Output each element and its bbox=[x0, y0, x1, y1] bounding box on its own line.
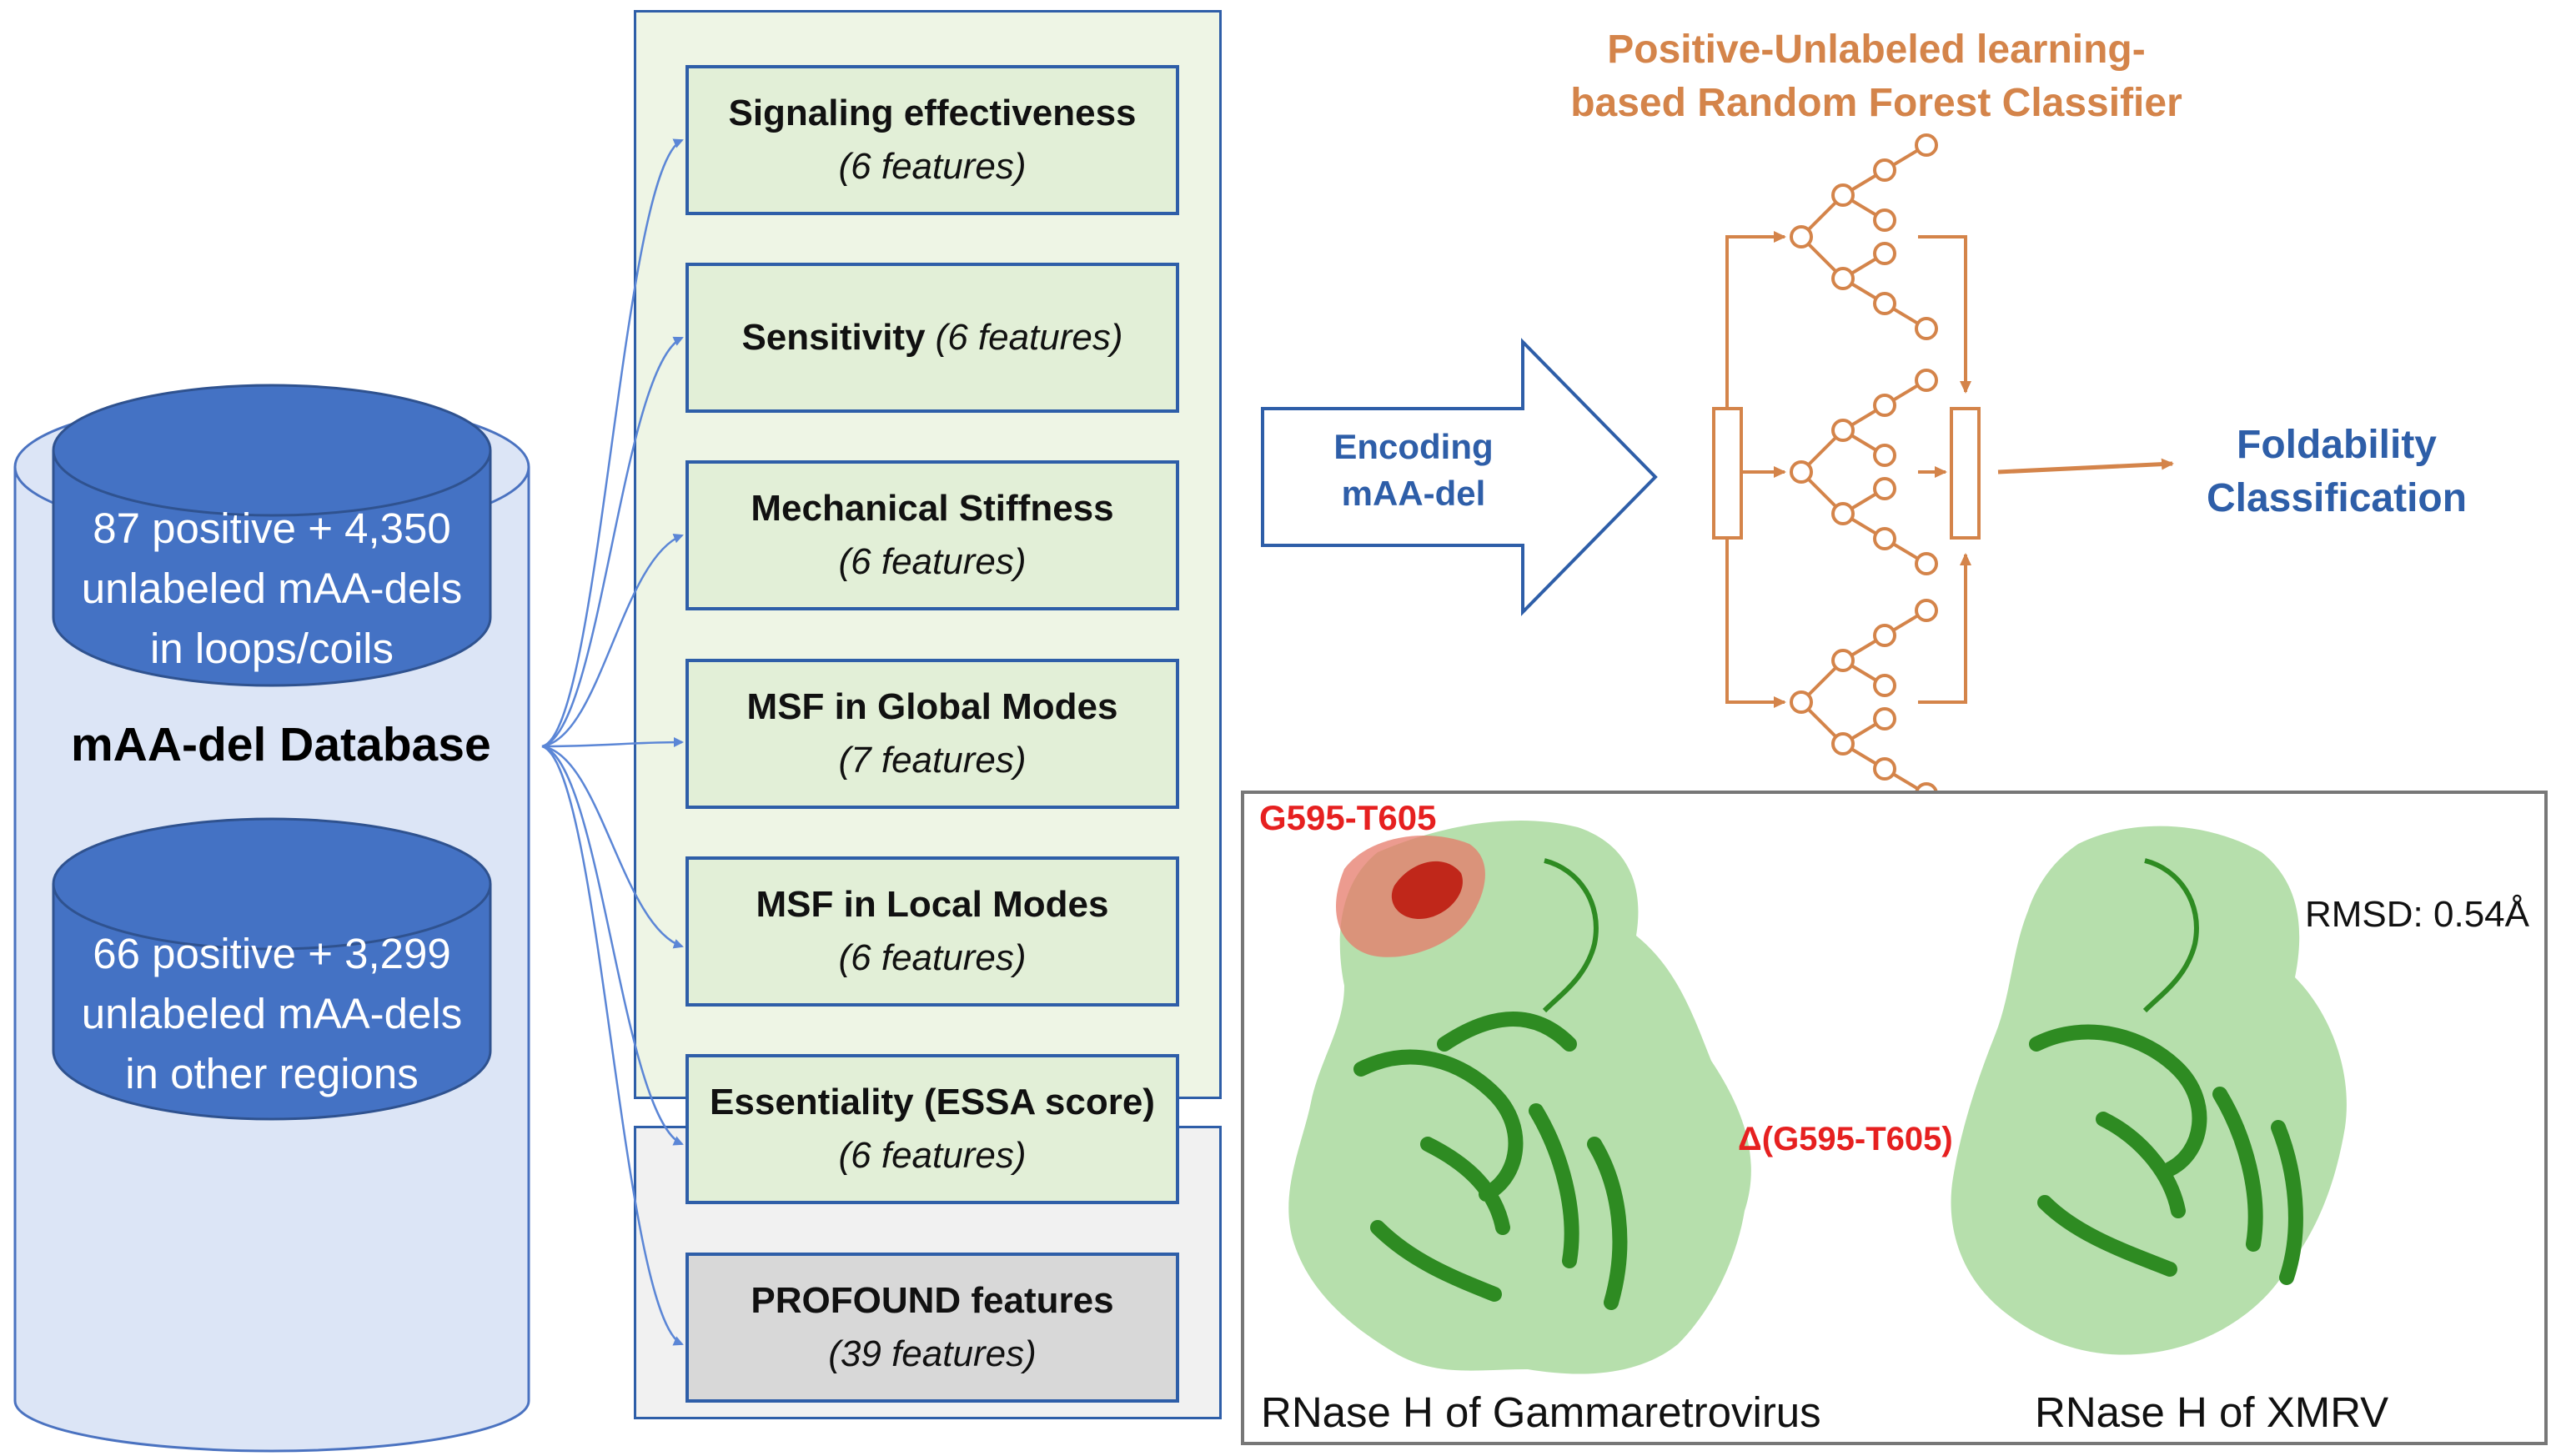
feature-connectors bbox=[541, 138, 684, 1346]
xmrv-structure bbox=[1951, 826, 2347, 1355]
tree-node bbox=[1831, 419, 1855, 442]
feature-essentiality: Essentiality (ESSA score)(6 features) bbox=[685, 1054, 1179, 1204]
connector-5 bbox=[541, 745, 684, 949]
connector-3 bbox=[541, 534, 684, 748]
tree-node bbox=[1915, 599, 1938, 622]
decision-tree-3 bbox=[1790, 599, 1938, 806]
encoding-label: Encoding mAA-del bbox=[1333, 427, 1494, 513]
tree-node bbox=[1915, 133, 1938, 157]
tree-node bbox=[1915, 317, 1938, 340]
tree-node bbox=[1831, 267, 1855, 290]
feature-sensitivity: Sensitivity(6 features) bbox=[685, 263, 1179, 413]
encoding-arrow bbox=[1261, 338, 1658, 616]
tree-node bbox=[1873, 624, 1896, 647]
left-structure-caption: RNase H of Gammaretrovirus bbox=[1261, 1388, 1821, 1436]
tree-node bbox=[1873, 292, 1896, 315]
deletion-label: Δ(G595-T605) bbox=[1738, 1121, 1953, 1157]
tree-node bbox=[1873, 674, 1896, 697]
other-regions-cylinder bbox=[52, 817, 492, 1121]
decision-tree-2 bbox=[1790, 369, 1938, 575]
connector-7 bbox=[541, 745, 684, 1346]
database-title: mAA-del Database bbox=[71, 718, 491, 771]
rmsd-label: RMSD: 0.54Å bbox=[2305, 894, 2529, 935]
tree-node bbox=[1873, 158, 1896, 182]
other-regions-text: 66 positive + 3,299 unlabeled mAA-dels i… bbox=[81, 930, 463, 1097]
tree-node bbox=[1873, 208, 1896, 232]
right-structure-caption: RNase H of XMRV bbox=[2035, 1388, 2389, 1436]
region-label: G595-T605 bbox=[1259, 798, 1437, 837]
classifier-title: Positive-Unlabeled learning- based Rando… bbox=[1570, 28, 2182, 125]
tree-node bbox=[1873, 757, 1896, 781]
gammaretrovirus-structure bbox=[1288, 820, 1751, 1374]
tree-node bbox=[1915, 369, 1938, 392]
loops-coils-text: 87 positive + 4,350 unlabeled mAA-dels i… bbox=[81, 505, 463, 672]
tree-node bbox=[1873, 707, 1896, 731]
tree-node bbox=[1790, 225, 1813, 249]
tree-node bbox=[1790, 690, 1813, 714]
foldability-classification-label: Foldability Classification bbox=[2206, 423, 2468, 520]
protein-structure-panel: G595-T605 Δ(G595-T605) RMSD: 0.54Å RNase… bbox=[1241, 791, 2548, 1445]
tree-node bbox=[1873, 444, 1896, 467]
tree-node bbox=[1873, 477, 1896, 500]
tree-node bbox=[1915, 552, 1938, 575]
tree-node bbox=[1873, 394, 1896, 417]
tree-node bbox=[1831, 502, 1855, 525]
feature-msf-global-modes: MSF in Global Modes(7 features) bbox=[685, 659, 1179, 809]
feature-profound: PROFOUND features(39 features) bbox=[685, 1253, 1179, 1403]
random-forest bbox=[1712, 231, 2174, 708]
decision-trees bbox=[1790, 133, 1938, 806]
connector-2 bbox=[541, 336, 684, 748]
decision-tree-1 bbox=[1790, 133, 1938, 340]
feature-msf-local-modes: MSF in Local Modes(6 features) bbox=[685, 856, 1179, 1007]
feature-signaling-effectiveness: Signaling effectiveness(6 features) bbox=[685, 65, 1179, 215]
tree-node bbox=[1831, 732, 1855, 756]
connector-4 bbox=[541, 737, 684, 748]
tree-node bbox=[1873, 527, 1896, 550]
tree-node bbox=[1831, 649, 1855, 672]
tree-node bbox=[1873, 242, 1896, 265]
feature-mechanical-stiffness: Mechanical Stiffness(6 features) bbox=[685, 460, 1179, 610]
tree-node bbox=[1831, 183, 1855, 207]
protein-illustration bbox=[1288, 820, 2347, 1374]
connector-1 bbox=[541, 138, 684, 748]
connector-6 bbox=[541, 745, 684, 1146]
tree-node bbox=[1790, 460, 1813, 484]
loops-coils-cylinder bbox=[52, 384, 492, 687]
